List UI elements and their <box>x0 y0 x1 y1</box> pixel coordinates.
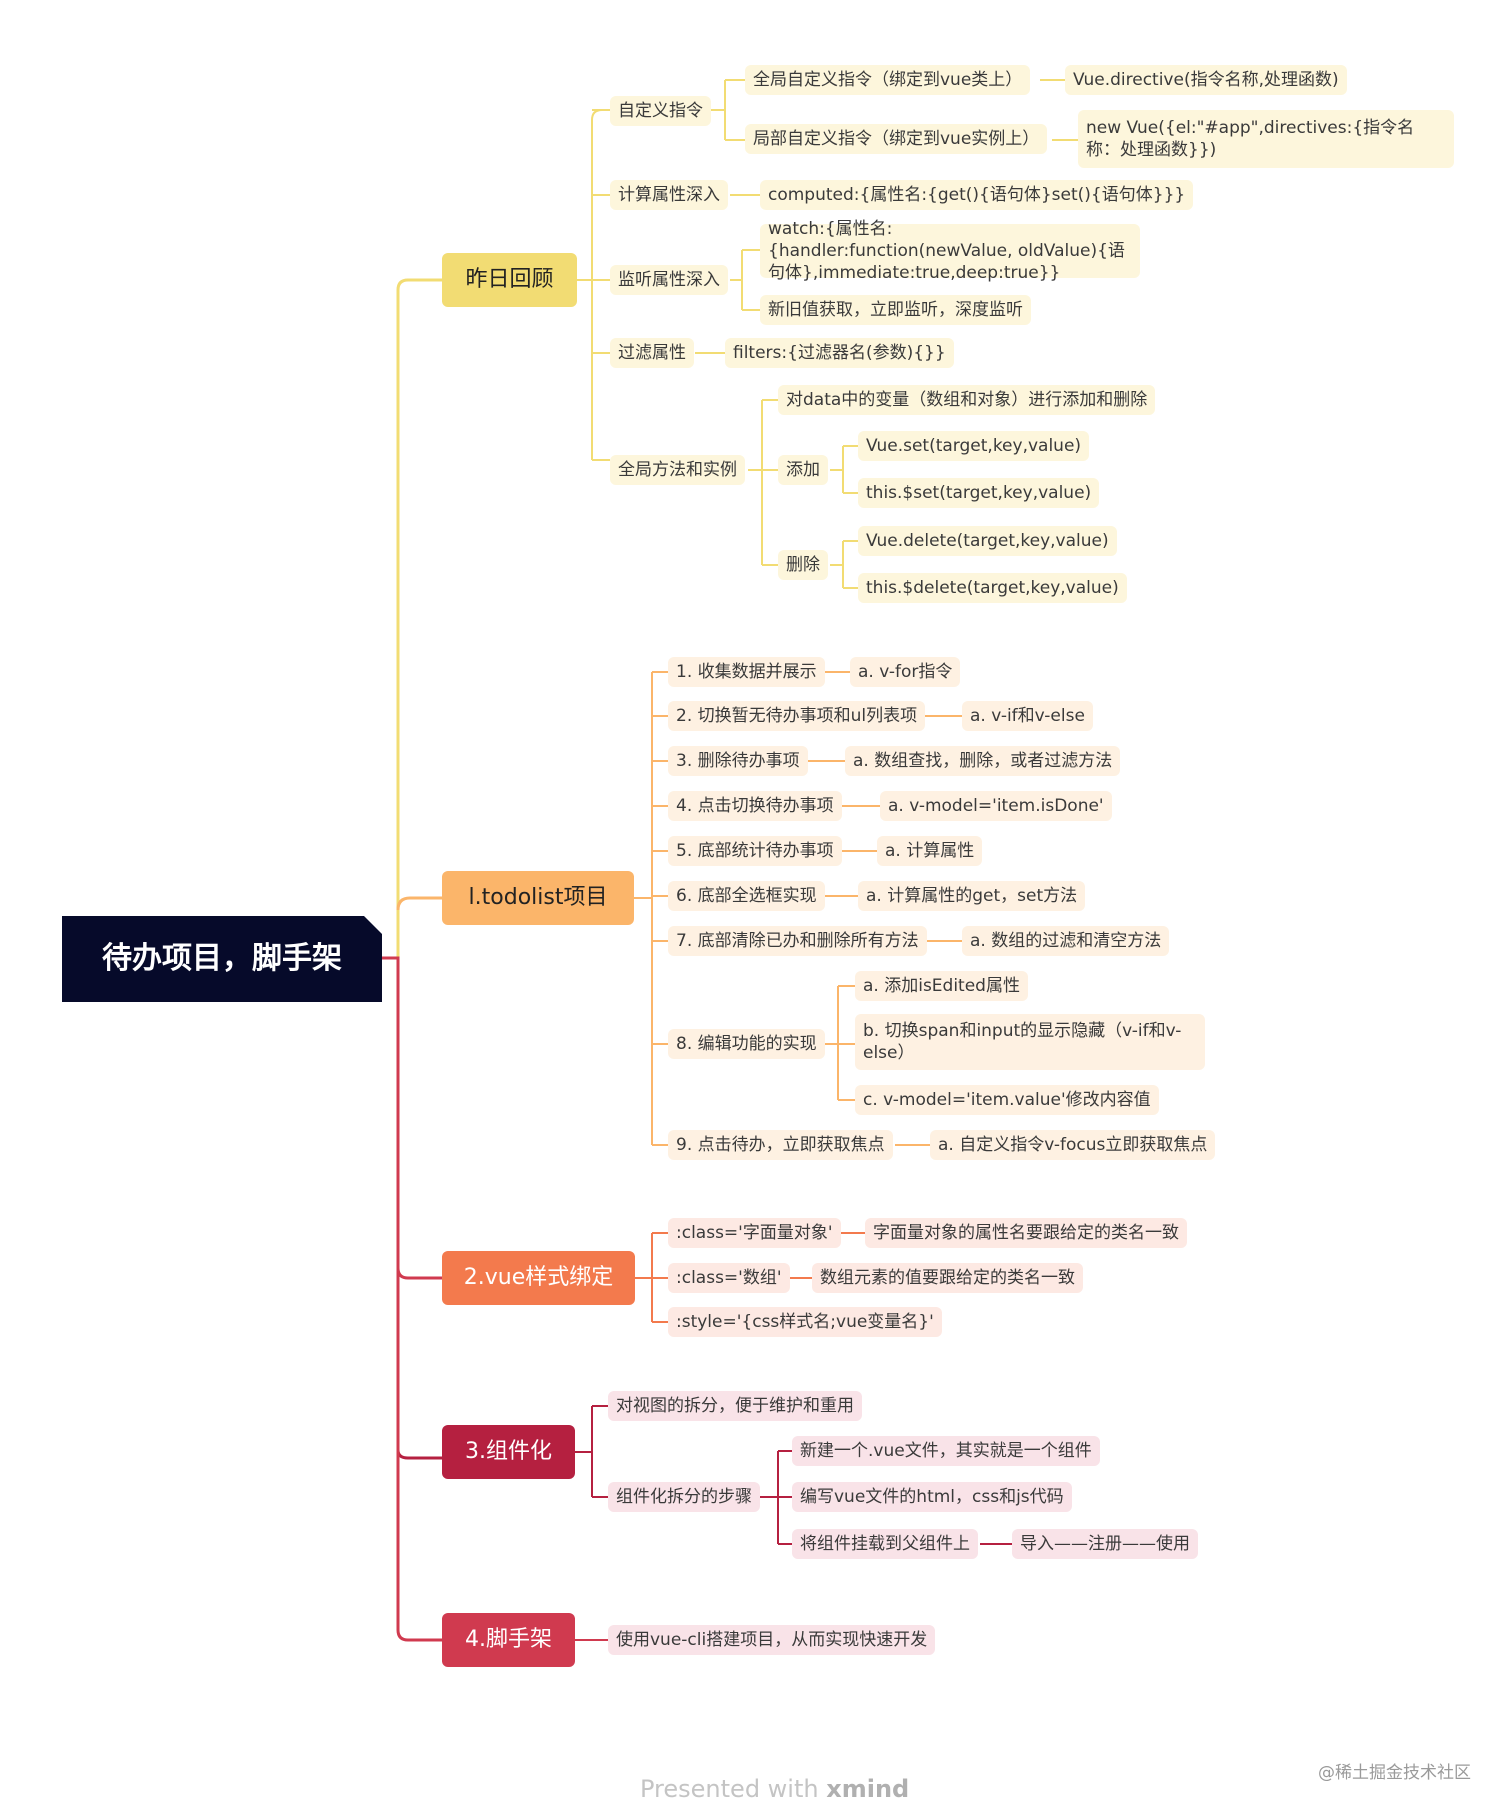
topic-vue-delete[interactable]: Vue.delete(target,key,value) <box>858 526 1117 556</box>
topic-watch-features[interactable]: 新旧值获取，立即监听，深度监听 <box>760 295 1031 325</box>
todo-item-9-answer[interactable]: a. 自定义指令v-focus立即获取焦点 <box>930 1130 1216 1160</box>
style-item-class-array-answer[interactable]: 数组元素的值要跟给定的类名一致 <box>812 1263 1083 1293</box>
topic-filters-syntax[interactable]: filters:{过滤器名(参数){}} <box>725 338 954 368</box>
topic-computed-deep[interactable]: 计算属性深入 <box>610 180 728 210</box>
todo-item-3-answer[interactable]: a. 数组查找，删除，或者过滤方法 <box>845 746 1121 776</box>
todo-item-9[interactable]: 9. 点击待办，立即获取焦点 <box>668 1130 893 1160</box>
todo-item-2[interactable]: 2. 切换暂无待办事项和ul列表项 <box>668 701 926 731</box>
topic-this-set[interactable]: this.$set(target,key,value) <box>858 478 1100 508</box>
todo-item-5-answer[interactable]: a. 计算属性 <box>877 836 983 866</box>
todo-item-6[interactable]: 6. 底部全选框实现 <box>668 881 825 911</box>
todo-item-5[interactable]: 5. 底部统计待办事项 <box>668 836 842 866</box>
style-item-style[interactable]: :style='{css样式名;vue变量名}' <box>668 1307 942 1337</box>
component-step-3[interactable]: 将组件挂载到父组件上 <box>792 1529 978 1559</box>
topic-global-directive[interactable]: 全局自定义指令（绑定到vue类上） <box>745 65 1031 95</box>
todo-item-7[interactable]: 7. 底部清除已办和删除所有方法 <box>668 926 927 956</box>
branch-yesterday-review[interactable]: 昨日回顾 <box>442 253 577 307</box>
style-item-class-object[interactable]: :class='字面量对象' <box>668 1218 841 1248</box>
root-topic[interactable]: 待办项目，脚手架 <box>62 916 382 1002</box>
component-steps[interactable]: 组件化拆分的步骤 <box>608 1482 760 1512</box>
todo-item-2-answer[interactable]: a. v-if和v-else <box>962 701 1093 731</box>
topic-global-directive-syntax[interactable]: Vue.directive(指令名称,处理函数) <box>1065 65 1347 95</box>
component-step-2[interactable]: 编写vue文件的html，css和js代码 <box>792 1482 1072 1512</box>
topic-watch-syntax[interactable]: watch:{属性名:{handler:function(newValue, o… <box>760 219 1140 283</box>
branch-todolist[interactable]: l.todolist项目 <box>442 871 634 925</box>
todo-item-3[interactable]: 3. 删除待办事项 <box>668 746 808 776</box>
branch-componentization[interactable]: 3.组件化 <box>442 1425 575 1479</box>
topic-filters[interactable]: 过滤属性 <box>610 338 694 368</box>
todo-item-8-answer-a[interactable]: a. 添加isEdited属性 <box>855 971 1028 1001</box>
component-step-3-detail[interactable]: 导入——注册——使用 <box>1012 1529 1198 1559</box>
topic-global-methods[interactable]: 全局方法和实例 <box>610 455 745 485</box>
branch-scaffolding[interactable]: 4.脚手架 <box>442 1613 575 1667</box>
topic-custom-directive[interactable]: 自定义指令 <box>610 96 711 126</box>
topic-this-delete[interactable]: this.$delete(target,key,value) <box>858 573 1127 603</box>
topic-add[interactable]: 添加 <box>778 455 828 485</box>
component-step-1[interactable]: 新建一个.vue文件，其实就是一个组件 <box>792 1436 1100 1466</box>
todo-item-7-answer[interactable]: a. 数组的过滤和清空方法 <box>962 926 1170 956</box>
todo-item-1-answer[interactable]: a. v-for指令 <box>850 657 961 687</box>
todo-item-8-answer-c[interactable]: c. v-model='item.value'修改内容值 <box>855 1085 1159 1115</box>
scaffolding-detail[interactable]: 使用vue-cli搭建项目，从而实现快速开发 <box>608 1625 936 1655</box>
xmind-logo: xmind <box>826 1775 910 1803</box>
topic-local-directive[interactable]: 局部自定义指令（绑定到vue实例上） <box>745 124 1048 154</box>
topic-local-directive-syntax[interactable]: new Vue({el:"#app",directives:{指令名称：处理函数… <box>1078 110 1454 168</box>
watermark: @稀土掘金技术社区 <box>1318 1763 1471 1783</box>
presented-with-footer: Presented with xmind <box>640 1775 909 1803</box>
todo-item-8-answer-b[interactable]: b. 切换span和input的显示隐藏（v-if和v-else） <box>855 1014 1205 1070</box>
style-item-class-array[interactable]: :class='数组' <box>668 1263 790 1293</box>
todo-item-8[interactable]: 8. 编辑功能的实现 <box>668 1029 825 1059</box>
todo-item-4[interactable]: 4. 点击切换待办事项 <box>668 791 842 821</box>
topic-vue-set[interactable]: Vue.set(target,key,value) <box>858 431 1090 461</box>
branch-vue-style-binding[interactable]: 2.vue样式绑定 <box>442 1251 635 1305</box>
todo-item-1[interactable]: 1. 收集数据并展示 <box>668 657 825 687</box>
style-item-class-object-answer[interactable]: 字面量对象的属性名要跟给定的类名一致 <box>865 1218 1187 1248</box>
todo-item-4-answer[interactable]: a. v-model='item.isDone' <box>880 791 1112 821</box>
footer-text: Presented with <box>640 1775 827 1803</box>
component-purpose[interactable]: 对视图的拆分，便于维护和重用 <box>608 1391 862 1421</box>
topic-watch-deep[interactable]: 监听属性深入 <box>610 265 728 295</box>
topic-delete[interactable]: 删除 <box>778 550 828 580</box>
topic-computed-syntax[interactable]: computed:{属性名:{get(){语句体}set(){语句体}}} <box>760 180 1194 210</box>
topic-data-add-remove[interactable]: 对data中的变量（数组和对象）进行添加和删除 <box>778 385 1156 415</box>
todo-item-6-answer[interactable]: a. 计算属性的get，set方法 <box>858 881 1086 911</box>
